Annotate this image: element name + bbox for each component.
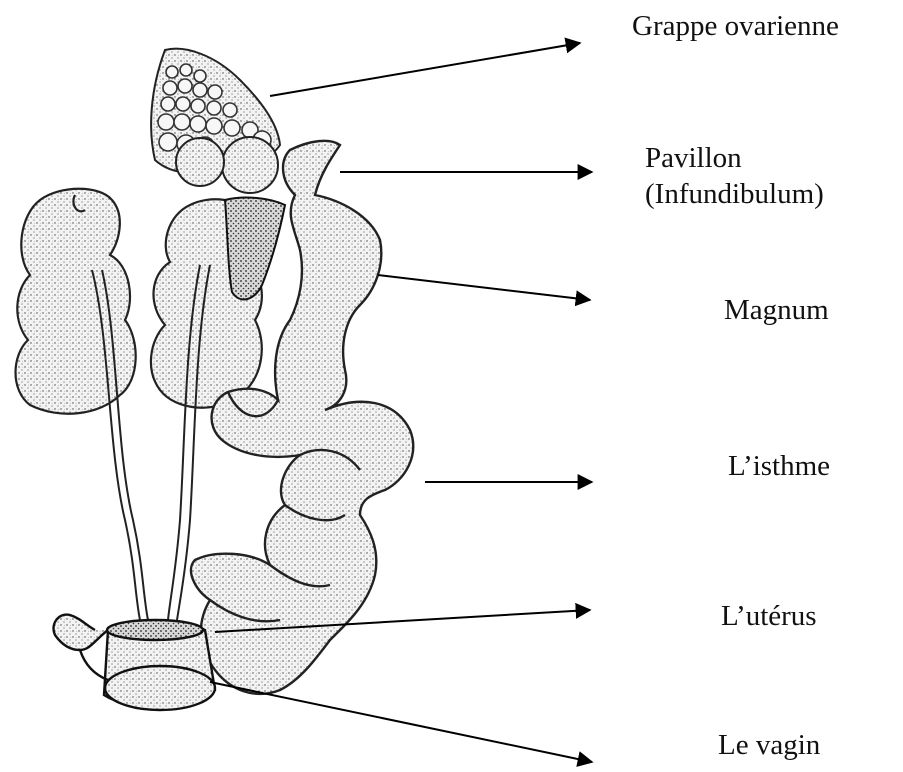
ovarian-cluster [151, 49, 280, 193]
arrow-vagin [210, 682, 592, 762]
label-ovarian-cluster: Grappe ovarienne [632, 8, 839, 44]
label-isthmus: L’isthme [728, 448, 830, 484]
label-vagina: Le vagin [718, 727, 820, 763]
label-magnum: Magnum [724, 292, 829, 328]
arrow-magnum [378, 275, 590, 300]
left-kidney [16, 189, 136, 414]
label-infundibulum: (Infundibulum) [645, 176, 824, 212]
label-uterus: L’utérus [721, 598, 817, 634]
infundibulum-fold [225, 198, 285, 300]
arrow-grappe [270, 43, 580, 96]
label-pavilion: Pavillon [645, 140, 742, 176]
cloaca [53, 615, 215, 710]
